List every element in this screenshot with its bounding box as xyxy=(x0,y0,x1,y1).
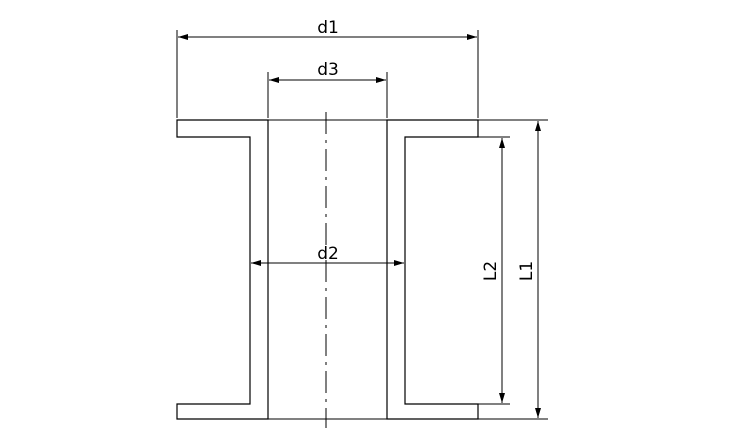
L1-label: L1 xyxy=(517,261,537,281)
left-wall-section xyxy=(176,119,269,420)
d2-label: d2 xyxy=(317,244,339,264)
d1-label: d1 xyxy=(317,18,339,38)
right-wall-section xyxy=(386,119,479,420)
L2-label: L2 xyxy=(481,261,501,281)
d3-label: d3 xyxy=(317,60,339,80)
